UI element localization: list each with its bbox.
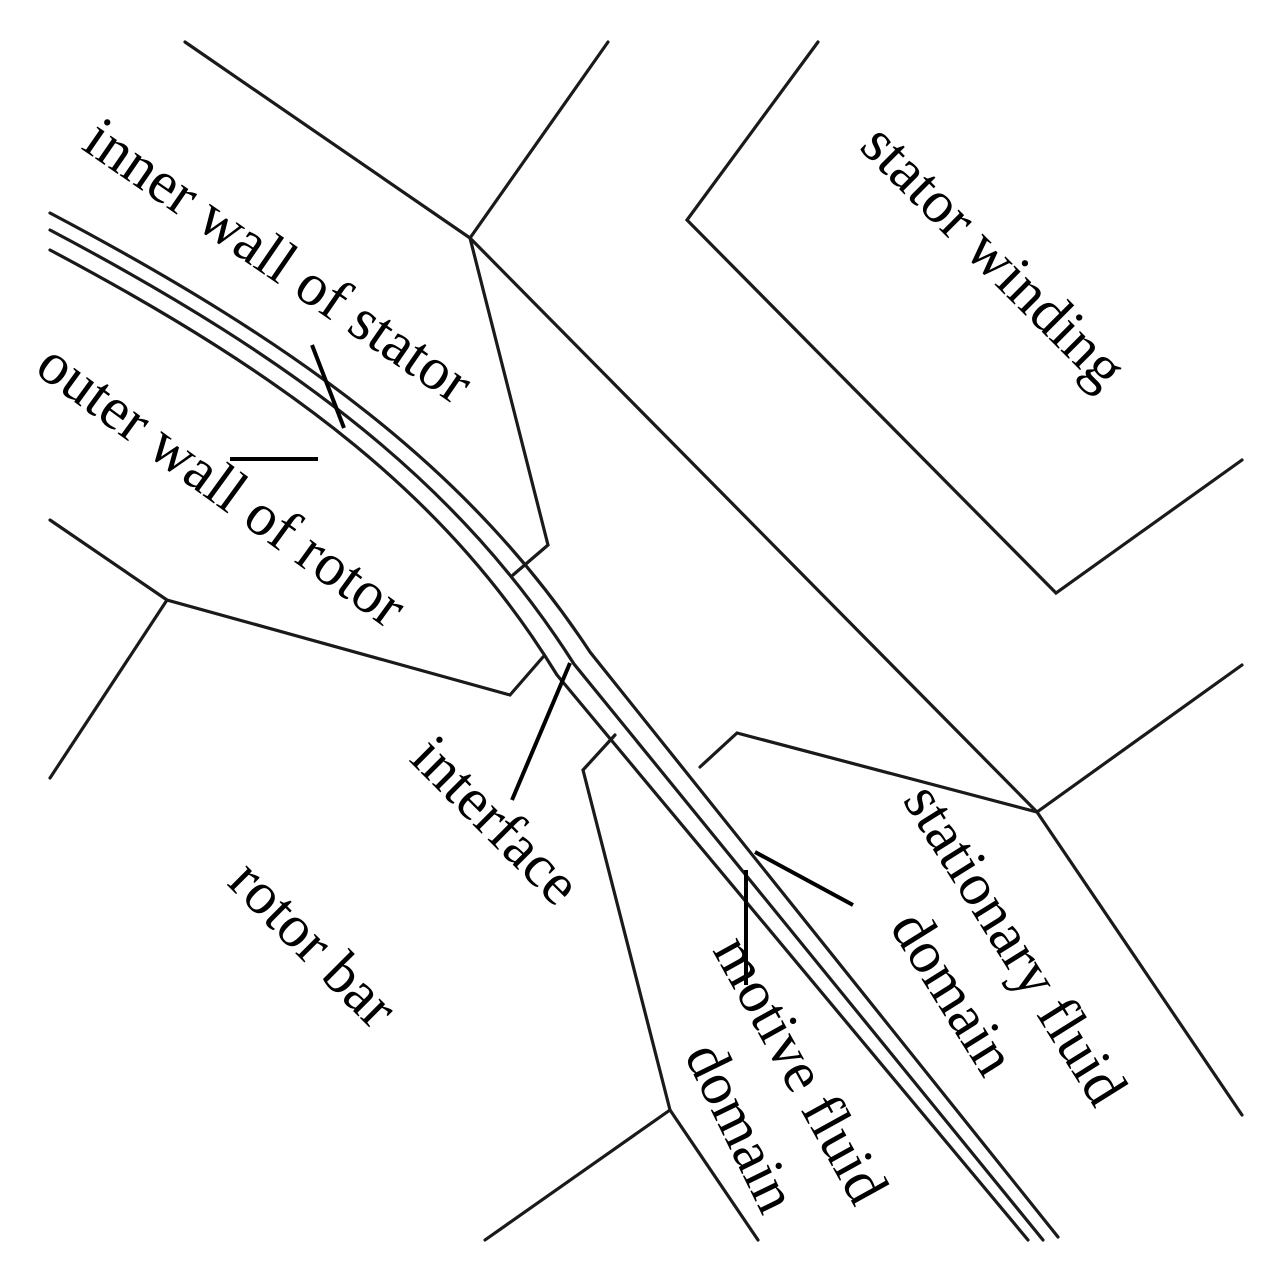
outer-wall-of-rotor-label: outer wall of rotor xyxy=(25,329,418,640)
stator-winding-label: stator winding xyxy=(849,111,1140,402)
rotor-slot-lower-wall xyxy=(483,1108,672,1242)
stator-slot-left-wall xyxy=(468,236,550,577)
stator-slot-right-wall xyxy=(1035,810,1244,1117)
rotor-bar-label: rotor bar xyxy=(217,847,411,1041)
rotor-slot-upper-outline xyxy=(48,518,545,697)
stator-winding-outline xyxy=(684,40,1244,596)
rotor-slot-upper-wall xyxy=(48,598,169,780)
stationary-fluid-domain-leader xyxy=(754,850,854,907)
interface-leader xyxy=(510,662,572,801)
interface-label: interface xyxy=(399,723,594,918)
rotor-slot-lower-outline xyxy=(581,733,760,1242)
stator-slot-right-outline xyxy=(698,663,1244,814)
inner-wall-of-stator-curve xyxy=(48,211,1060,1239)
outer-wall-of-rotor-curve xyxy=(48,248,1030,1242)
inner-wall-of-stator-leader xyxy=(310,344,346,429)
stator-tooth-diagonal xyxy=(468,236,1039,814)
interface-curve xyxy=(48,228,1045,1242)
